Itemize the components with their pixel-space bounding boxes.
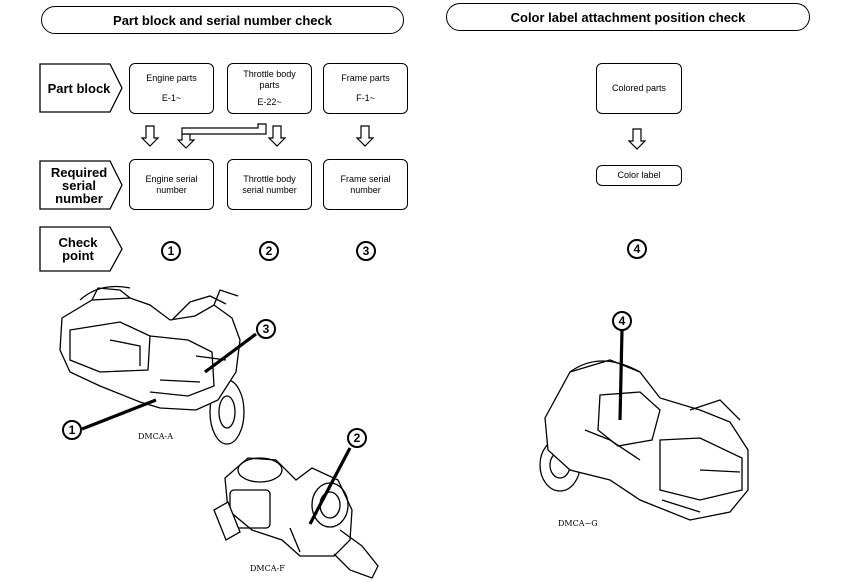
row-label-part-block: Part block xyxy=(40,64,118,112)
row-label-serial-line-3: number xyxy=(55,190,103,206)
row-label-check-line-1: Check xyxy=(58,235,98,250)
serial-engine: Engine serial number xyxy=(129,159,214,210)
header-left-text: Part block and serial number check xyxy=(113,12,332,28)
down-arrow-throttle-to-engine xyxy=(176,133,196,149)
row-label-shape-check xyxy=(39,226,123,272)
colored-parts-box: Colored parts xyxy=(596,63,682,114)
check-point-2: 2 xyxy=(259,241,279,261)
caption-motorcycle-right: DMCA−G xyxy=(558,519,598,528)
caption-throttle-body: DMCA-F xyxy=(250,564,285,573)
callout-line-frame xyxy=(204,332,257,374)
callout-throttle-number: 2 xyxy=(353,431,361,445)
part-block-throttle-code: E-22~ xyxy=(257,97,282,107)
part-block-frame: Frame parts F-1~ xyxy=(323,63,408,114)
caption-throttle-body-text: DMCA-F xyxy=(250,564,285,573)
callout-label-number: 4 xyxy=(618,314,626,328)
callout-throttle: 2 xyxy=(347,428,367,448)
row-label-serial-line-1: Required xyxy=(50,164,108,180)
callout-frame-number: 3 xyxy=(262,322,270,336)
serial-engine-line-1: Engine serial xyxy=(145,173,198,184)
header-right: Color label attachment position check xyxy=(446,3,810,31)
connector-throttle-engine xyxy=(181,123,267,135)
serial-engine-line-2: number xyxy=(156,184,187,195)
check-point-3-number: 3 xyxy=(362,244,370,258)
caption-motorcycle-right-text: DMCA−G xyxy=(558,519,598,528)
part-block-engine-code: E-1~ xyxy=(161,93,182,103)
color-label-text: Color label xyxy=(617,170,661,180)
row-label-shape-serial xyxy=(39,160,123,210)
row-label-shape-part-block xyxy=(39,63,123,113)
callout-engine: 1 xyxy=(62,420,82,440)
part-block-engine: Engine parts E-1~ xyxy=(129,63,214,114)
callout-line-label xyxy=(618,329,624,421)
check-point-2-number: 2 xyxy=(265,244,273,258)
check-point-4: 4 xyxy=(627,239,647,259)
color-label-box: Color label xyxy=(596,165,682,186)
colored-parts-text: Colored parts xyxy=(611,83,667,93)
serial-frame: Frame serial number xyxy=(323,159,408,210)
down-arrow-engine xyxy=(140,125,160,147)
callout-line-throttle xyxy=(308,447,352,525)
row-label-check-point: Check point xyxy=(40,227,116,271)
throttle-body-art xyxy=(213,457,379,579)
part-block-throttle-name-1: Throttle body xyxy=(243,69,296,79)
serial-frame-line-1: Frame serial xyxy=(340,173,391,184)
part-block-throttle-name-2: parts xyxy=(259,80,280,90)
row-label-required-serial: Required serial number xyxy=(40,161,118,209)
motorcycle-left-art xyxy=(59,285,245,445)
callout-line-engine xyxy=(81,398,157,431)
row-label-part-block-text: Part block xyxy=(47,80,111,96)
check-point-1: 1 xyxy=(161,241,181,261)
part-block-frame-code: F-1~ xyxy=(356,93,375,103)
serial-throttle: Throttle body serial number xyxy=(227,159,312,210)
part-block-throttle: Throttle body parts E-22~ xyxy=(227,63,312,114)
header-left: Part block and serial number check xyxy=(41,6,404,34)
caption-motorcycle-left: DMCA-A xyxy=(138,432,173,441)
callout-lines-left xyxy=(81,332,257,431)
callout-label: 4 xyxy=(612,311,632,331)
callout-engine-number: 1 xyxy=(68,423,76,437)
row-label-serial-line-2: serial xyxy=(62,177,96,193)
check-point-4-number: 4 xyxy=(633,242,641,256)
part-block-frame-name: Frame parts xyxy=(341,73,390,83)
check-point-1-number: 1 xyxy=(167,244,175,258)
serial-throttle-line-1: Throttle body xyxy=(243,173,296,184)
header-right-text: Color label attachment position check xyxy=(510,9,746,25)
row-label-check-line-2: point xyxy=(62,248,94,263)
caption-motorcycle-left-text: DMCA-A xyxy=(138,432,173,441)
down-arrow-frame xyxy=(355,125,375,147)
serial-frame-line-2: number xyxy=(350,184,381,195)
down-arrow-throttle xyxy=(267,125,287,147)
motorcycle-right-art xyxy=(539,359,749,521)
serial-throttle-line-2: serial number xyxy=(242,184,297,195)
callout-frame: 3 xyxy=(256,319,276,339)
down-arrow-colored xyxy=(627,128,647,150)
check-point-3: 3 xyxy=(356,241,376,261)
part-block-engine-name: Engine parts xyxy=(146,73,197,83)
